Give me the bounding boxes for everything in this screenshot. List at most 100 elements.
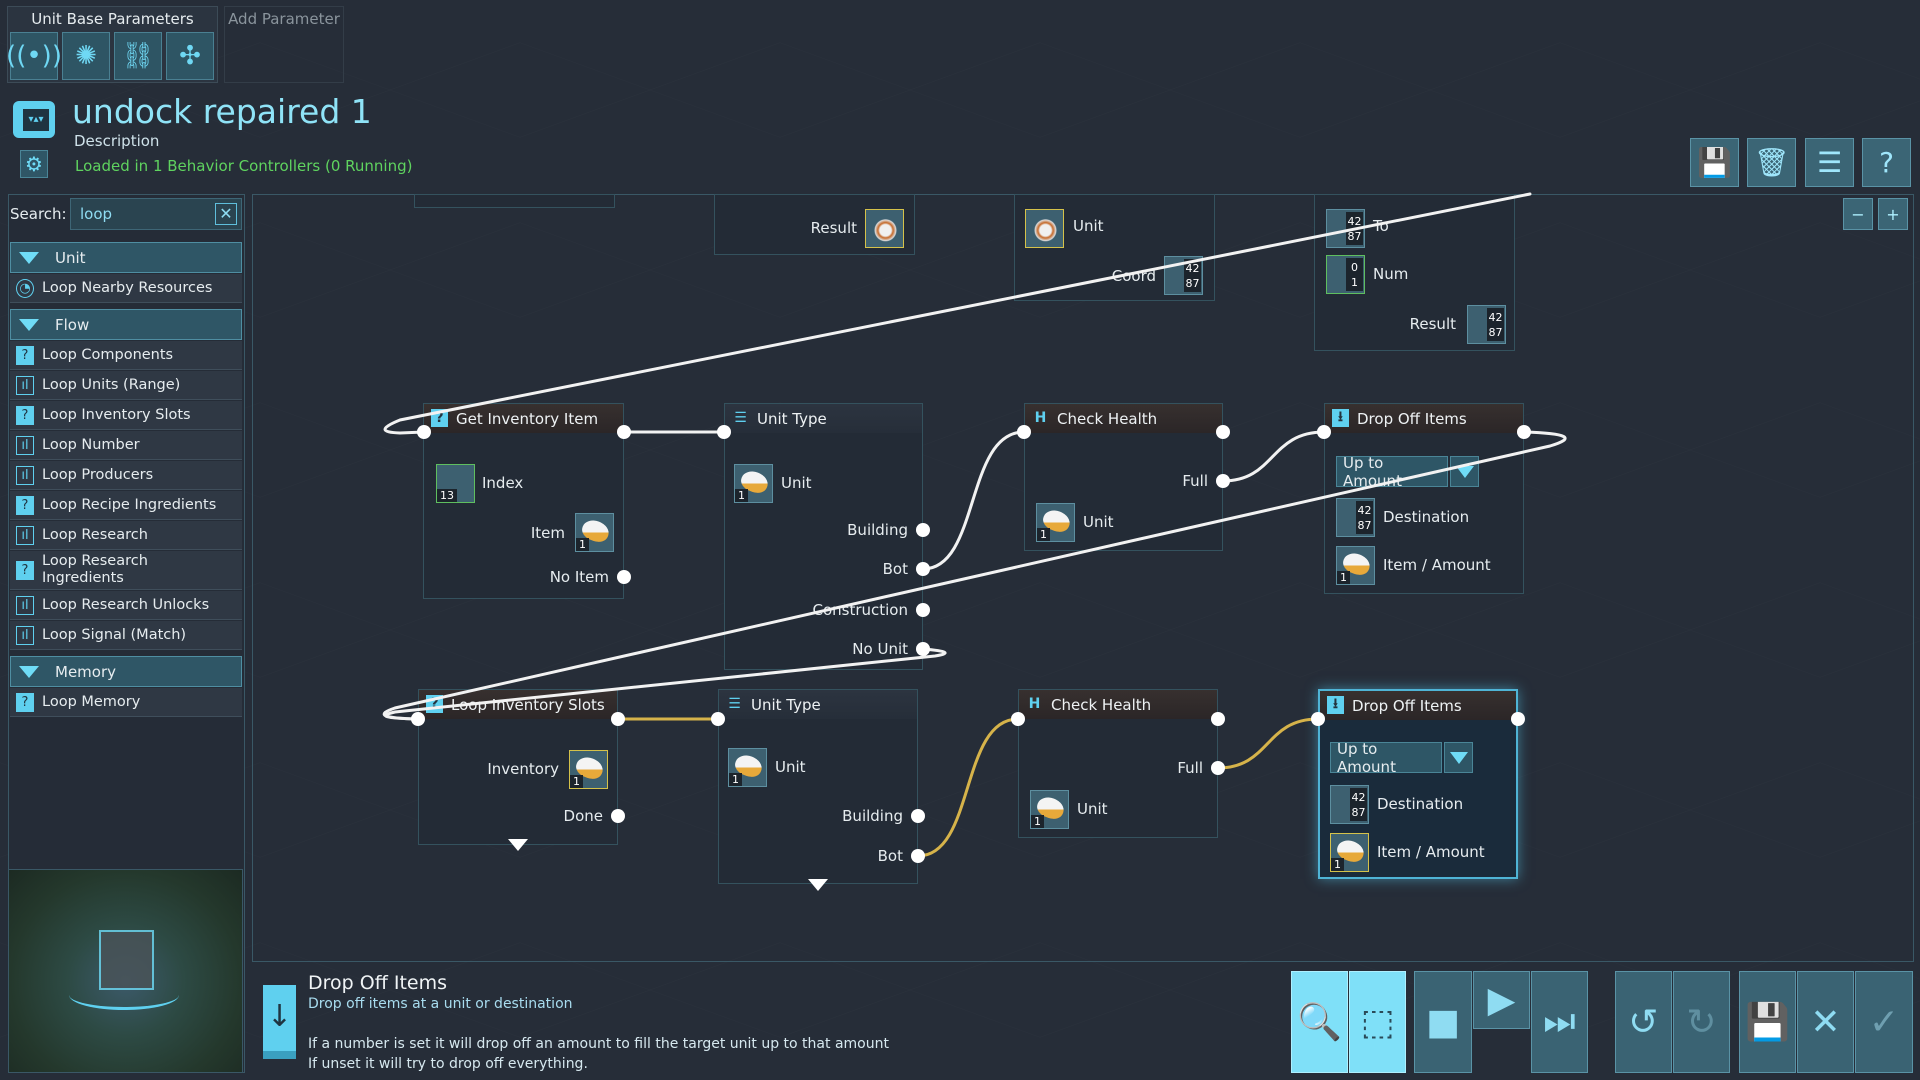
health-icon: H <box>1028 696 1041 712</box>
redo-icon[interactable]: ↻ <box>1673 971 1730 1073</box>
building-label: Building <box>842 807 903 825</box>
unit-slot[interactable] <box>1025 209 1064 248</box>
group-unit[interactable]: Unit <box>10 242 242 273</box>
group-label: Memory <box>55 662 117 681</box>
drop-off-info-icon: ↓ <box>263 985 296 1059</box>
list-item[interactable]: ◔Loop Nearby Resources <box>10 274 242 303</box>
done-label: Done <box>563 807 603 825</box>
range-icon: ıl <box>16 526 34 545</box>
node-partial-b[interactable]: Result <box>714 194 915 255</box>
no-unit-label: No Unit <box>852 640 908 658</box>
cancel-icon[interactable]: ✕ <box>1797 971 1854 1073</box>
loop-icon: ? <box>16 346 34 365</box>
drop-off-icon: ⭳ <box>1332 409 1349 427</box>
chevron-down-icon[interactable] <box>1444 742 1473 773</box>
confirm-icon[interactable]: ✓ <box>1855 971 1913 1073</box>
item-label: Loop Memory <box>42 694 141 710</box>
node-loop-inventory-slots[interactable]: ?Loop Inventory Slots Inventory 1 Done <box>418 689 618 845</box>
behavior-title[interactable]: undock repaired 1 <box>72 92 372 131</box>
result-label: Result <box>1409 315 1456 333</box>
delete-icon[interactable]: 🗑 <box>1747 138 1796 187</box>
loop-icon: ? <box>16 496 34 515</box>
select-icon[interactable]: ⬚ <box>1349 971 1406 1073</box>
group-memory[interactable]: Memory <box>10 656 242 687</box>
zoom-out-icon[interactable]: − <box>1843 198 1873 230</box>
tab-add-parameter[interactable]: Add Parameter <box>224 6 344 83</box>
chevron-down-icon[interactable] <box>1450 456 1479 487</box>
unit-slot[interactable]: 1 <box>734 464 773 503</box>
step-icon[interactable]: ⏭ <box>1531 971 1588 1073</box>
unit-preview-minimap[interactable] <box>8 869 243 1073</box>
save-icon[interactable]: 💾 <box>1690 138 1739 187</box>
help-icon[interactable]: ? <box>1862 138 1911 187</box>
building-slot[interactable] <box>865 209 904 248</box>
item-slot[interactable]: 1 <box>1336 546 1375 585</box>
coord-label: Coord <box>1111 267 1156 285</box>
node-title: Check Health <box>1051 695 1152 714</box>
item-slot[interactable]: 1 <box>1330 833 1369 872</box>
list-icon[interactable]: ☰ <box>1805 138 1854 187</box>
link-icon[interactable]: ⛓ <box>114 32 162 80</box>
dropdown-value: Up to Amount <box>1337 739 1396 776</box>
expand-icon[interactable] <box>808 879 828 891</box>
list-item[interactable]: ?Loop Research Ingredients <box>10 551 242 590</box>
converge-icon[interactable]: ✣ <box>166 32 214 80</box>
node-unit-type[interactable]: ☰Unit Type 1 Unit Building Bot Construct… <box>724 403 923 670</box>
spinner-icon[interactable]: ✺ <box>62 32 110 80</box>
result-label: Result <box>810 219 857 237</box>
zoom-in-icon[interactable]: + <box>1878 198 1908 230</box>
save-icon[interactable]: 💾 <box>1739 971 1796 1073</box>
clear-search-icon[interactable]: ✕ <box>215 203 237 225</box>
stop-icon[interactable]: ■ <box>1414 971 1472 1073</box>
unit-slot[interactable]: 1 <box>1036 503 1075 542</box>
mode-dropdown[interactable]: Up to Amount <box>1336 454 1448 490</box>
behavior-description[interactable]: Description <box>74 132 160 150</box>
play-icon[interactable]: ▶ <box>1473 971 1530 1029</box>
undo-icon[interactable]: ↺ <box>1615 971 1672 1073</box>
node-partial-a[interactable] <box>414 194 615 208</box>
list-item[interactable]: ?Loop Inventory Slots <box>10 401 242 430</box>
index-slot[interactable]: 13 <box>436 464 475 503</box>
loop-icon: ? <box>16 561 34 580</box>
signal-icon[interactable]: ((•)) <box>6 32 62 80</box>
item-label: Loop Signal (Match) <box>42 627 187 643</box>
item-amount-label: Item / Amount <box>1377 843 1485 861</box>
gear-icon[interactable]: ⚙ <box>20 150 48 178</box>
list-item[interactable]: ?Loop Recipe Ingredients <box>10 491 242 520</box>
unit-slot[interactable]: 1 <box>1030 790 1069 829</box>
node-unit-type[interactable]: ☰Unit Type 1 Unit Building Bot <box>718 689 918 884</box>
expand-icon[interactable] <box>508 839 528 851</box>
node-get-inventory-item[interactable]: ?Get Inventory Item 13 Index Item 1 No I… <box>423 403 624 599</box>
collapse-icon <box>19 319 39 331</box>
list-item[interactable]: ?Loop Memory <box>10 688 242 717</box>
inventory-slot[interactable]: 1 <box>569 750 608 789</box>
item-slot[interactable]: 1 <box>575 513 614 552</box>
group-flow[interactable]: Flow <box>10 309 242 340</box>
zoom-search-icon[interactable]: 🔍 <box>1291 971 1348 1073</box>
mode-dropdown[interactable]: Up to Amount <box>1330 739 1442 776</box>
unit-label: Unit <box>1077 800 1108 818</box>
list-item[interactable]: ?Loop Components <box>10 341 242 370</box>
range-icon: ıl <box>16 436 34 455</box>
unit-label: Unit <box>1083 513 1114 531</box>
search-input[interactable]: loop ✕ <box>70 198 242 230</box>
unit-slot[interactable]: 1 <box>728 748 767 787</box>
